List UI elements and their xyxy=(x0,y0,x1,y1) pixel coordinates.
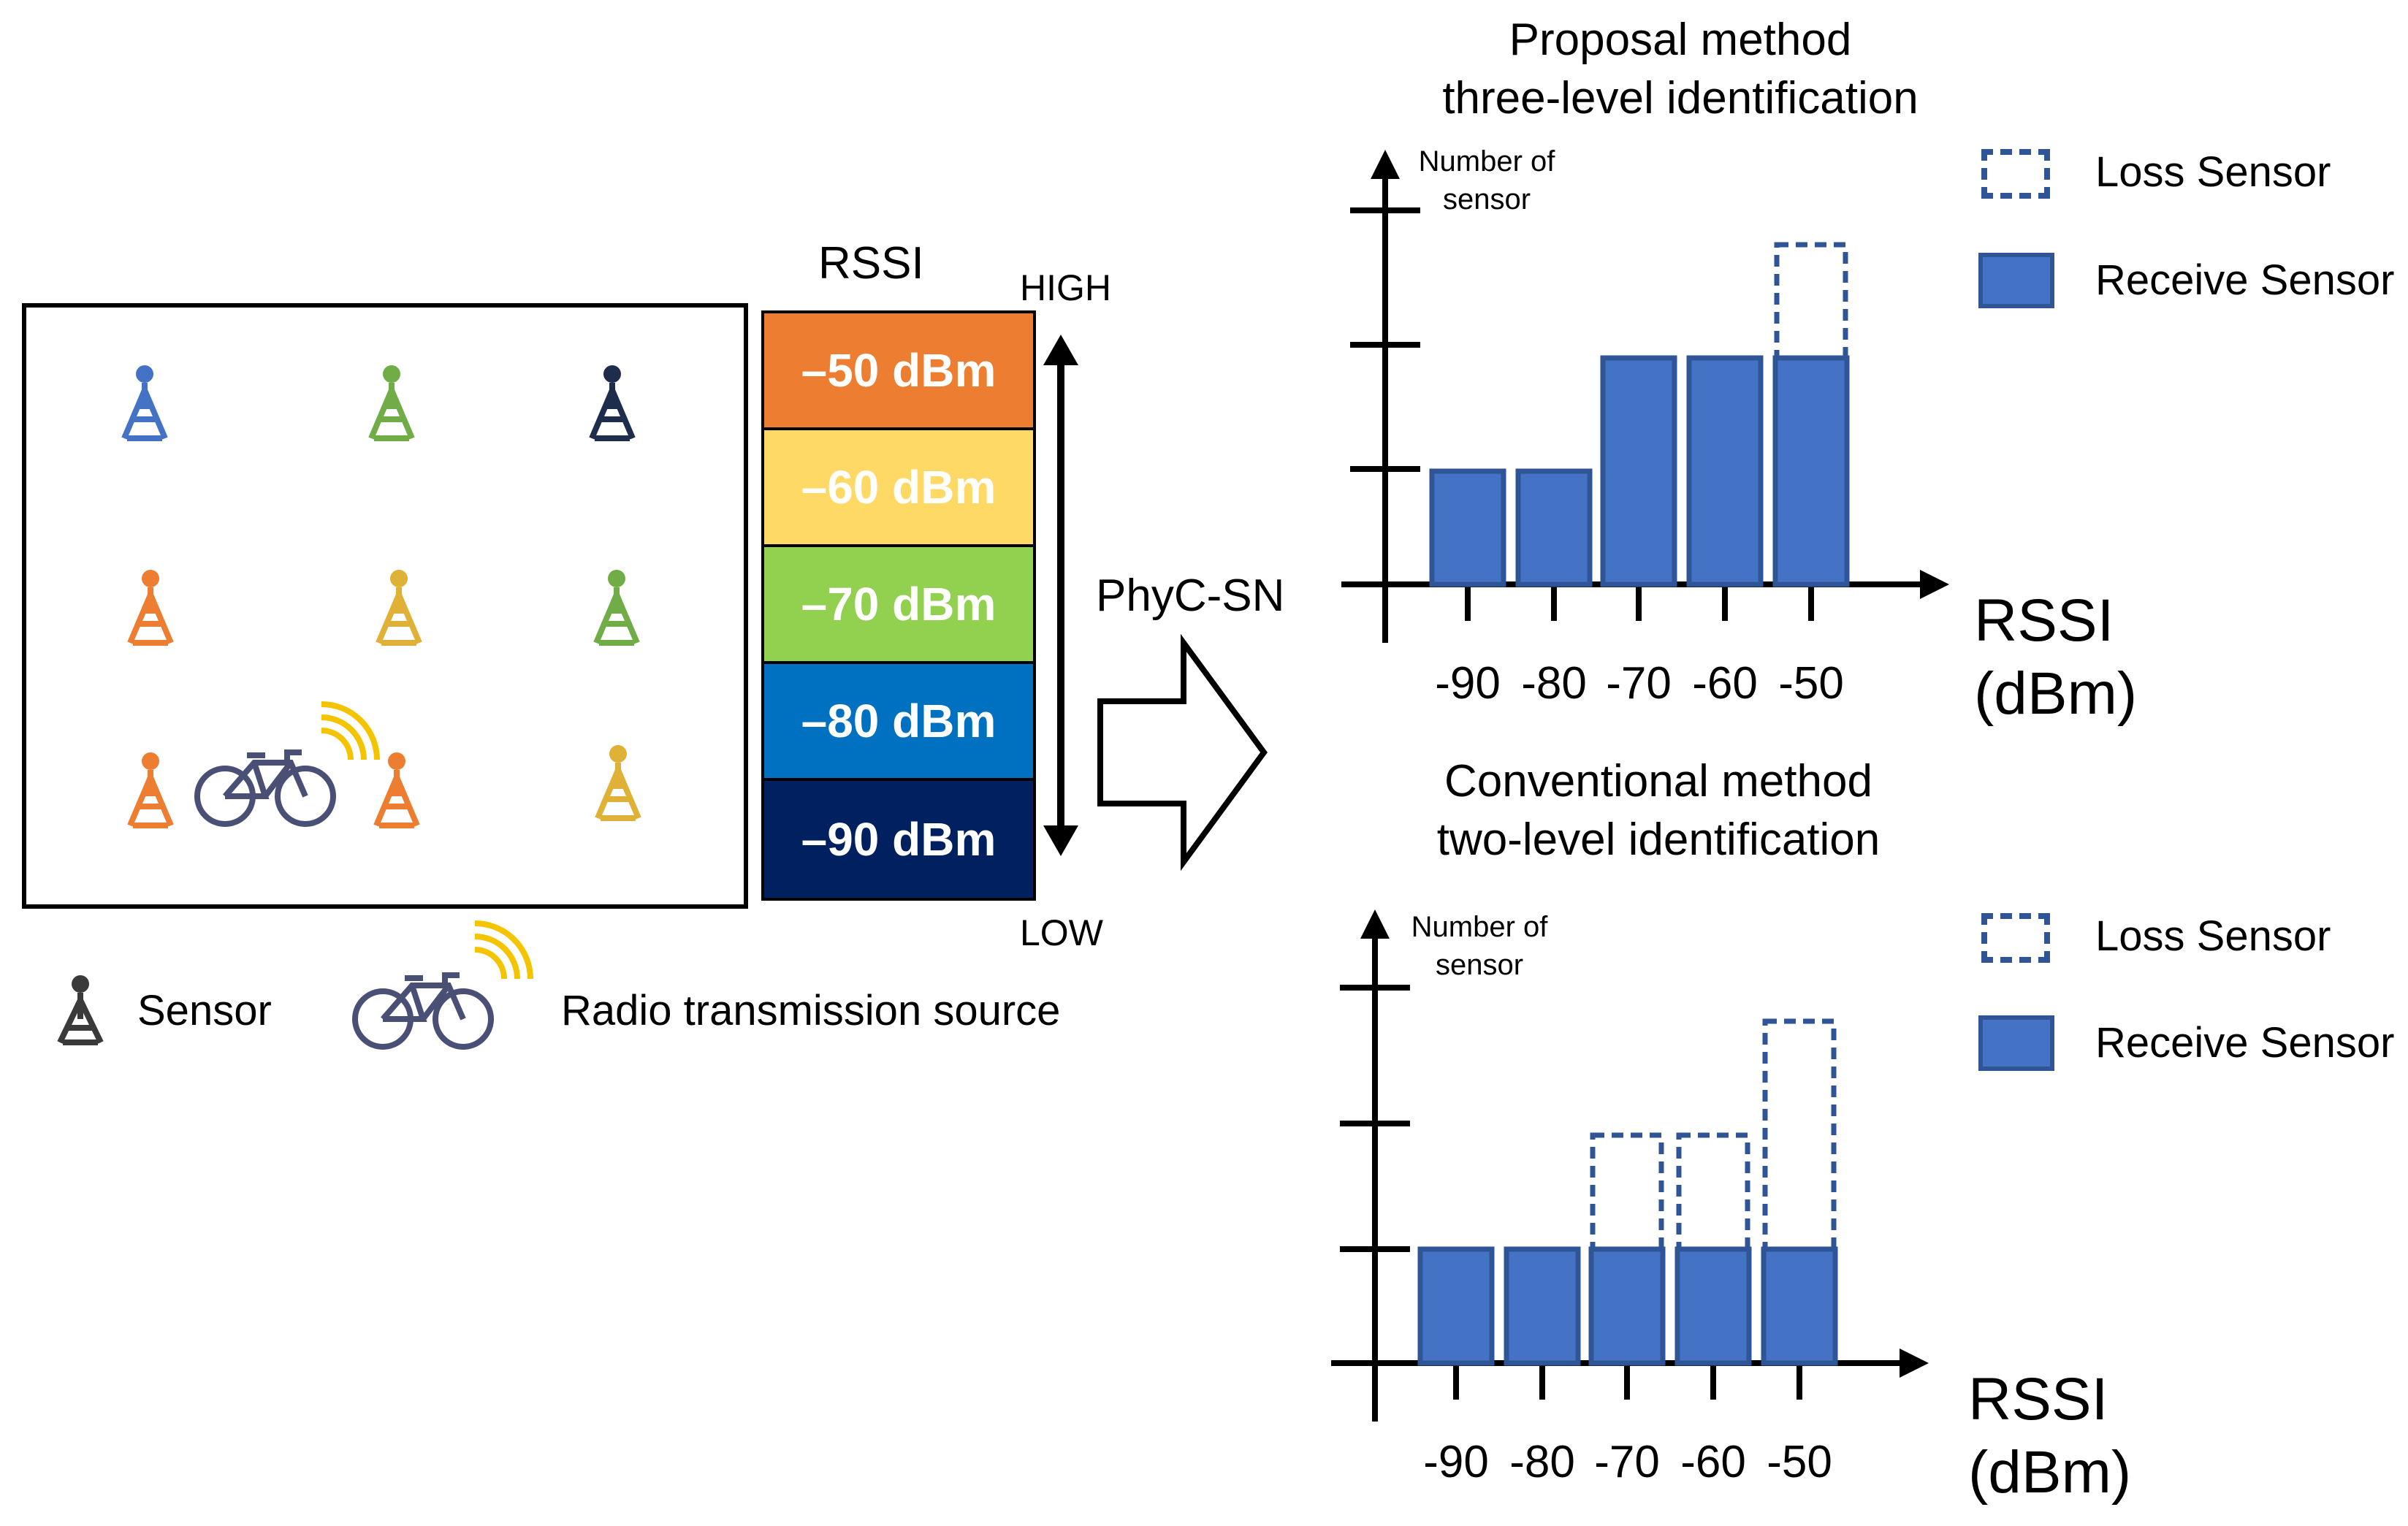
chart-2-y-arrowhead xyxy=(1360,909,1390,939)
chart-1-title: Proposal method three-level identificati… xyxy=(1315,11,2046,128)
loss-bar xyxy=(1762,1018,1837,1252)
scale-high-label: HIGH xyxy=(1020,267,1111,308)
chart-1-legend-loss-label: Loss Sensor xyxy=(2095,148,2331,196)
chart-2-ylabel: Number of sensor xyxy=(1388,908,1571,984)
x-tick-label: -90 xyxy=(1423,1437,1489,1487)
scale-band: –70 dBm xyxy=(764,547,1033,664)
chart-1-x-arrowhead xyxy=(1920,570,1949,599)
chart-2-xlabel-line2: (dBm) xyxy=(1968,1439,2132,1506)
chart-2-title-line2: two-level identification xyxy=(1436,814,1881,865)
chart-1-title-line2: three-level identification xyxy=(1442,73,1919,123)
chart-1-y-arrowhead xyxy=(1371,150,1400,179)
scale-band: –90 dBm xyxy=(764,781,1033,898)
sensor-icon xyxy=(123,752,178,833)
loss-bar xyxy=(1774,242,1848,361)
chart-1-legend-loss-swatch xyxy=(1981,149,2050,199)
chart-1-title-line1: Proposal method xyxy=(1509,15,1852,65)
x-tick-label: -70 xyxy=(1606,658,1672,709)
x-tick-label: -50 xyxy=(1778,658,1844,709)
sensor-icon xyxy=(584,365,640,446)
receive-bar xyxy=(1588,1246,1666,1366)
sensor-icon xyxy=(369,752,424,833)
x-tick-label: -60 xyxy=(1680,1437,1746,1487)
receive-bar xyxy=(1504,1246,1581,1366)
chart-1-ylabel: Number of sensor xyxy=(1395,142,1578,218)
chart-2-x-arrowhead xyxy=(1900,1348,1929,1378)
chart-1-ylabel-line1: Number of xyxy=(1418,145,1555,178)
chart-2-legend-loss-label: Loss Sensor xyxy=(2095,912,2331,960)
sensor-icon xyxy=(589,570,644,650)
chart-2-title: Conventional method two-level identifica… xyxy=(1293,752,2024,869)
chart-2-legend-receive-label: Receive Sensor xyxy=(2095,1019,2395,1067)
chart-1-xlabel-line1: RSSI xyxy=(1974,587,2114,654)
scale-low-label: LOW xyxy=(1020,912,1103,953)
x-tick-label: -60 xyxy=(1692,658,1758,709)
x-tick-label: -80 xyxy=(1509,1437,1575,1487)
receive-bar xyxy=(1417,1246,1495,1366)
receive-bar xyxy=(1429,468,1506,587)
receive-bar xyxy=(1515,468,1593,587)
sensor-icon xyxy=(364,365,419,446)
sensor-icon xyxy=(123,570,178,650)
receive-bar xyxy=(1686,355,1764,587)
sensor-field xyxy=(22,303,748,909)
chart-2-legend-receive-swatch xyxy=(1978,1015,2054,1071)
chart-1-ylabel-line2: sensor xyxy=(1442,183,1531,215)
sensor-icon xyxy=(117,365,172,446)
chart-1-xlabel-line2: (dBm) xyxy=(1974,660,2138,727)
sensor-legend-label: Sensor xyxy=(137,987,272,1034)
chart-1-legend-receive-label: Receive Sensor xyxy=(2095,256,2395,304)
scale-band: –80 dBm xyxy=(764,664,1033,781)
scale-title: RSSI xyxy=(818,238,924,289)
loss-bar xyxy=(1590,1132,1664,1252)
chart-2-xlabel: RSSI (dBm) xyxy=(1968,1363,2131,1509)
rssi-color-scale: –50 dBm –60 dBm –70 dBm –80 dBm –90 dBm xyxy=(761,310,1036,901)
receive-bar xyxy=(1772,355,1850,587)
x-tick-label: -50 xyxy=(1767,1437,1832,1487)
x-tick-label: -90 xyxy=(1435,658,1501,709)
loss-bar xyxy=(1676,1132,1750,1252)
chart-2-ylabel-line2: sensor xyxy=(1435,949,1524,981)
scale-band: –60 dBm xyxy=(764,430,1033,547)
chart-2-title-line1: Conventional method xyxy=(1444,756,1872,806)
sensor-icon xyxy=(590,745,646,825)
x-tick-label: -80 xyxy=(1521,658,1587,709)
chart-2-ylabel-line1: Number of xyxy=(1411,911,1548,943)
receive-bar xyxy=(1600,355,1677,587)
chart-1-xlabel: RSSI (dBm) xyxy=(1974,584,2137,730)
receive-bar xyxy=(1674,1246,1752,1366)
receive-bar xyxy=(1761,1246,1838,1366)
x-tick-label: -70 xyxy=(1594,1437,1660,1487)
scale-band: –50 dBm xyxy=(764,313,1033,430)
source-legend-label: Radio transmission source xyxy=(561,987,1061,1034)
chart-2-legend-loss-swatch xyxy=(1981,913,2050,963)
chart-1-legend-receive-swatch xyxy=(1978,253,2054,308)
chart-2-xlabel-line1: RSSI xyxy=(1968,1366,2108,1432)
process-arrow-label: PhyC-SN xyxy=(1096,571,1285,621)
sensor-icon xyxy=(371,570,427,650)
